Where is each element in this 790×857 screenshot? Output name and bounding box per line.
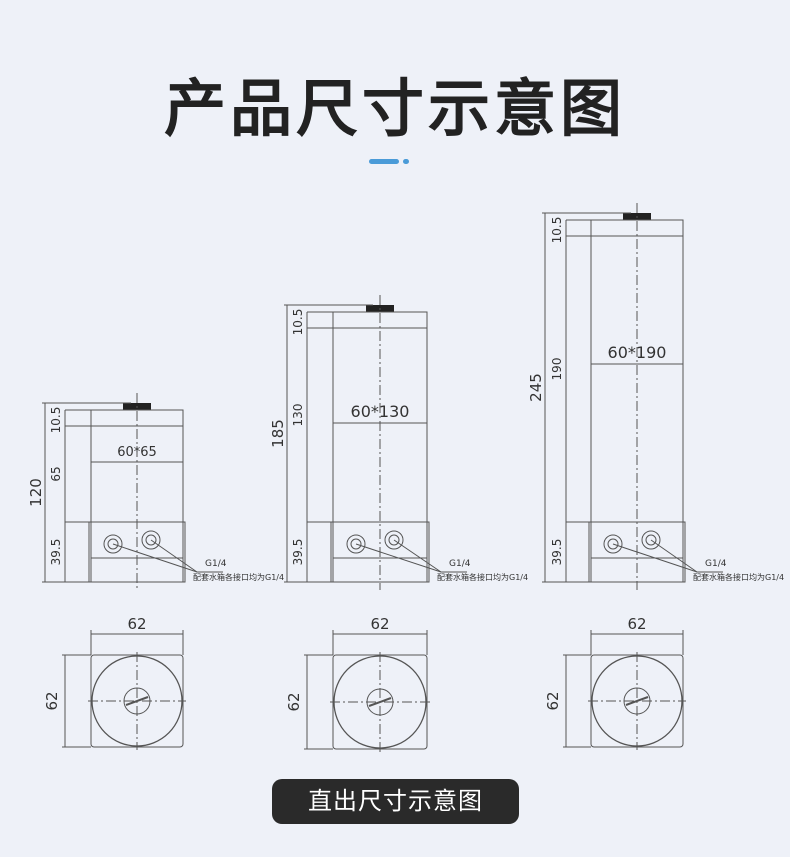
port-icon bbox=[603, 534, 623, 554]
port-inner-icon bbox=[388, 534, 400, 546]
depth-label: 62 bbox=[285, 692, 303, 711]
product-unit-1: G1/4 配套水箱各接口均为G1/4 120 10.5 65 39.5 60*65 62 62 bbox=[27, 393, 284, 750]
product-unit-2: G1/4 配套水箱各接口均为G1/4 185 10.5 130 39.5 60*130 62 6… bbox=[269, 295, 528, 752]
straight-out-dimension-button[interactable]: 直出尺寸示意图 bbox=[272, 779, 519, 824]
port-label: G1/4 bbox=[205, 559, 227, 569]
port-leader bbox=[150, 539, 198, 573]
port-inner-icon bbox=[145, 534, 157, 546]
width-label: 62 bbox=[627, 615, 646, 633]
port-inner-icon bbox=[350, 538, 362, 550]
cap-height-label: 10.5 bbox=[49, 407, 63, 434]
port-leader bbox=[393, 539, 442, 573]
body-height-label: 65 bbox=[49, 466, 63, 481]
total-height-label: 120 bbox=[27, 478, 45, 507]
width-label: 62 bbox=[127, 615, 146, 633]
depth-label: 62 bbox=[43, 691, 61, 710]
total-height-label: 245 bbox=[527, 373, 545, 402]
port-inner-icon bbox=[607, 538, 619, 550]
port-leader bbox=[612, 543, 698, 573]
product-unit-3: G1/4 配套水箱各接口均为G1/4 245 10.5 190 39.5 60*190 62 6… bbox=[527, 203, 784, 750]
port-leader bbox=[112, 543, 198, 573]
port-leader bbox=[355, 543, 442, 573]
body-height-label: 190 bbox=[550, 358, 564, 381]
size-label: 60*130 bbox=[351, 402, 410, 421]
base-height-label: 39.5 bbox=[550, 539, 564, 566]
port-label: G1/4 bbox=[449, 559, 471, 569]
port-icon bbox=[384, 530, 404, 550]
title-accent-dot bbox=[403, 159, 409, 164]
size-label: 60*65 bbox=[117, 445, 157, 460]
port-inner-icon bbox=[107, 538, 119, 550]
port-inner-icon bbox=[645, 534, 657, 546]
page-title: 产品尺寸示意图 bbox=[163, 72, 626, 145]
width-label: 62 bbox=[370, 615, 389, 633]
title-accent-bar bbox=[369, 159, 399, 164]
base-height-label: 39.5 bbox=[49, 539, 63, 566]
port-note: 配套水箱各接口均为G1/4 bbox=[693, 572, 784, 582]
cap-height-label: 10.5 bbox=[550, 217, 564, 244]
port-icon bbox=[103, 534, 123, 554]
port-note: 配套水箱各接口均为G1/4 bbox=[437, 572, 528, 582]
body-height-label: 130 bbox=[291, 404, 305, 427]
port-icon bbox=[641, 530, 661, 550]
tank-base bbox=[330, 521, 430, 583]
base-height-label: 39.5 bbox=[291, 539, 305, 566]
port-leader bbox=[650, 539, 698, 573]
cap-height-label: 10.5 bbox=[291, 309, 305, 336]
size-label: 60*190 bbox=[608, 343, 667, 362]
total-height-label: 185 bbox=[269, 419, 287, 448]
port-label: G1/4 bbox=[705, 559, 727, 569]
port-icon bbox=[141, 530, 161, 550]
port-icon bbox=[346, 534, 366, 554]
depth-label: 62 bbox=[544, 691, 562, 710]
port-note: 配套水箱各接口均为G1/4 bbox=[193, 572, 284, 582]
